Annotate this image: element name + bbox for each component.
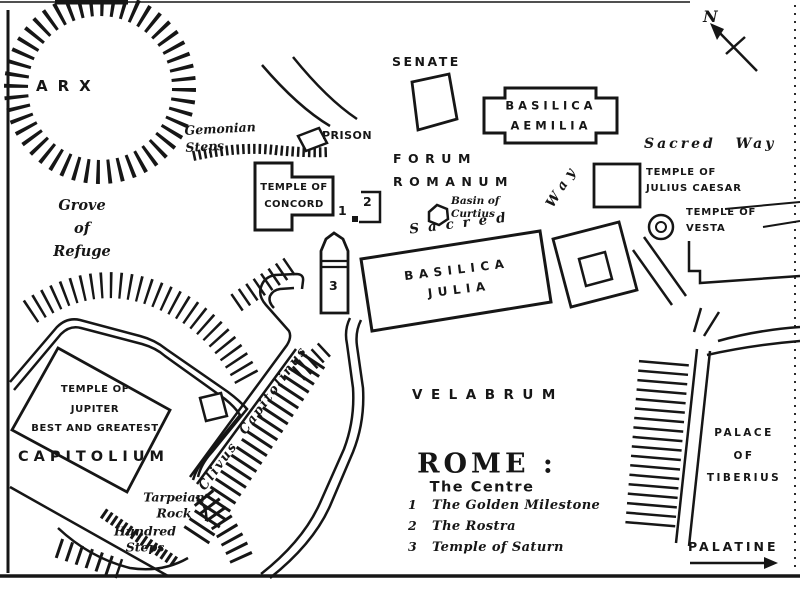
label-temple-of-concord: TEMPLE OF CONCORD bbox=[260, 182, 328, 210]
arx-hill-hatching bbox=[4, 0, 196, 184]
north-label: N bbox=[703, 7, 718, 26]
map-subtitle: The Centre bbox=[429, 479, 535, 496]
tiberius-slope-hatching bbox=[625, 359, 689, 531]
road-fork-mark bbox=[692, 307, 703, 333]
label-arx: ARX bbox=[36, 77, 101, 95]
label-grove-of-refuge: Grove of Refuge bbox=[53, 197, 111, 261]
palatine-road bbox=[674, 348, 699, 544]
temple-of-concord-building bbox=[253, 161, 335, 232]
tarpeian-rock-outline bbox=[195, 496, 208, 522]
hundred-steps-band bbox=[99, 508, 179, 567]
temple-of-saturn-building bbox=[319, 231, 350, 315]
senate-building bbox=[410, 72, 459, 132]
temple-of-vesta-building bbox=[647, 213, 675, 241]
legend-item-label: Temple of Saturn bbox=[432, 540, 564, 555]
map-title: ROME : bbox=[417, 448, 557, 480]
map-legend: 1 The Golden Milestone 2 The Rostra 3 Te… bbox=[408, 497, 600, 555]
capitolium-ridge-line bbox=[9, 318, 249, 478]
clivus-capitolinus-road bbox=[195, 348, 298, 485]
label-forum-romanum: FORUM ROMANUM bbox=[393, 151, 514, 189]
north-arrow bbox=[713, 26, 758, 72]
temple-of-castor-inner bbox=[577, 250, 614, 288]
label-senate: SENATE bbox=[392, 54, 461, 69]
sacred-way-southeast-road bbox=[642, 236, 688, 297]
label-basin-of-curtius: Basin of Curtius bbox=[451, 195, 500, 221]
legend-item-number: 3 bbox=[408, 539, 417, 554]
legend-item: 3 Temple of Saturn bbox=[408, 539, 600, 555]
clivus-cliff-hatching bbox=[183, 345, 329, 545]
marker-rostra: 2 bbox=[363, 194, 372, 209]
tarpeian-rock-outline bbox=[57, 527, 189, 571]
marker-golden-milestone: 1 bbox=[338, 203, 347, 218]
hundred-steps-hatching bbox=[54, 538, 124, 579]
legend-item-number: 2 bbox=[408, 518, 417, 533]
temple-of-jupiter-building bbox=[10, 346, 172, 494]
road-to-prison bbox=[261, 64, 331, 128]
north-arrow-head bbox=[710, 23, 724, 40]
label-basilica-aemilia: BASILICA AEMILIA bbox=[505, 98, 597, 132]
marker-temple-of-saturn: 3 bbox=[329, 278, 338, 293]
legend-item-label: The Golden Milestone bbox=[432, 498, 601, 513]
label-capitolium: CAPITOLIUM bbox=[18, 449, 169, 465]
road-to-velabrum bbox=[269, 319, 365, 579]
road-fork-mark bbox=[702, 311, 721, 337]
label-palace-of-tiberius: PALACE OF TIBERIUS bbox=[706, 427, 782, 485]
label-velabrum: VELABRUM bbox=[412, 387, 564, 403]
label-temple-of-julius-caesar: TEMPLE OF JULIUS CAESAR bbox=[646, 167, 742, 194]
label-hundred-steps: Hundred Steps bbox=[113, 523, 177, 554]
temple-of-saturn-band bbox=[321, 259, 348, 269]
label-temple-of-vesta: TEMPLE OF VESTA bbox=[686, 207, 757, 234]
road-to-palatine-east bbox=[706, 339, 800, 357]
clivus-small-building bbox=[198, 391, 229, 423]
rostra-bracket bbox=[359, 190, 382, 224]
temple-of-vesta-inner bbox=[655, 221, 667, 233]
road-to-velabrum bbox=[260, 317, 355, 575]
tarpeian-base-line bbox=[9, 485, 169, 578]
vesta-precinct-wall bbox=[687, 241, 800, 285]
clivus-capitolinus-road bbox=[268, 286, 295, 309]
palatine-road bbox=[687, 350, 712, 547]
legend-item-number: 1 bbox=[408, 497, 417, 512]
basin-of-curtius-shape bbox=[427, 203, 450, 227]
golden-milestone-dot bbox=[352, 216, 358, 222]
label-sacred-way: Sacred Way bbox=[644, 136, 777, 152]
temple-of-castor-building bbox=[551, 220, 639, 309]
basilica-aemilia-building bbox=[482, 86, 619, 145]
palatine-arrow-head bbox=[764, 557, 778, 569]
clivus-upper-hatching bbox=[230, 257, 296, 312]
sacred-way-line bbox=[724, 201, 800, 210]
prison-building bbox=[296, 126, 329, 153]
basilica-julia-building bbox=[359, 229, 553, 333]
road-to-palatine-east bbox=[717, 325, 800, 343]
north-arrow-cross bbox=[725, 36, 746, 55]
legend-item: 1 The Golden Milestone bbox=[408, 497, 600, 513]
label-temple-of-jupiter: TEMPLE OF JUPITER BEST AND GREATEST bbox=[31, 383, 159, 434]
label-palatine: PALATINE bbox=[688, 539, 779, 554]
label-prison: PRISON bbox=[322, 129, 373, 142]
sacred-way-line bbox=[762, 220, 800, 228]
clivus-capitolinus-road bbox=[188, 272, 305, 478]
road-to-prison bbox=[292, 56, 358, 121]
temple-of-julius-caesar-building bbox=[592, 162, 642, 209]
label-gemonian-steps: Gemonian Steps bbox=[184, 119, 257, 155]
label-tarpeian-rock: Tarpeian Rock bbox=[143, 489, 205, 520]
legend-item-label: The Rostra bbox=[432, 519, 516, 534]
sacred-way-southeast-road bbox=[631, 249, 674, 306]
legend-item: 2 The Rostra bbox=[408, 518, 600, 534]
